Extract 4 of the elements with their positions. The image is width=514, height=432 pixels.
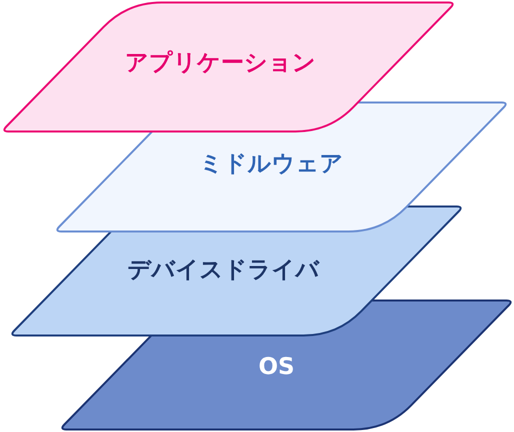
layer-label: アプリケーション: [125, 50, 316, 78]
layer-label: OS: [258, 354, 295, 382]
layer-label: デバイスドライバ: [128, 257, 320, 285]
layer-label: ミドルウェア: [200, 151, 344, 179]
